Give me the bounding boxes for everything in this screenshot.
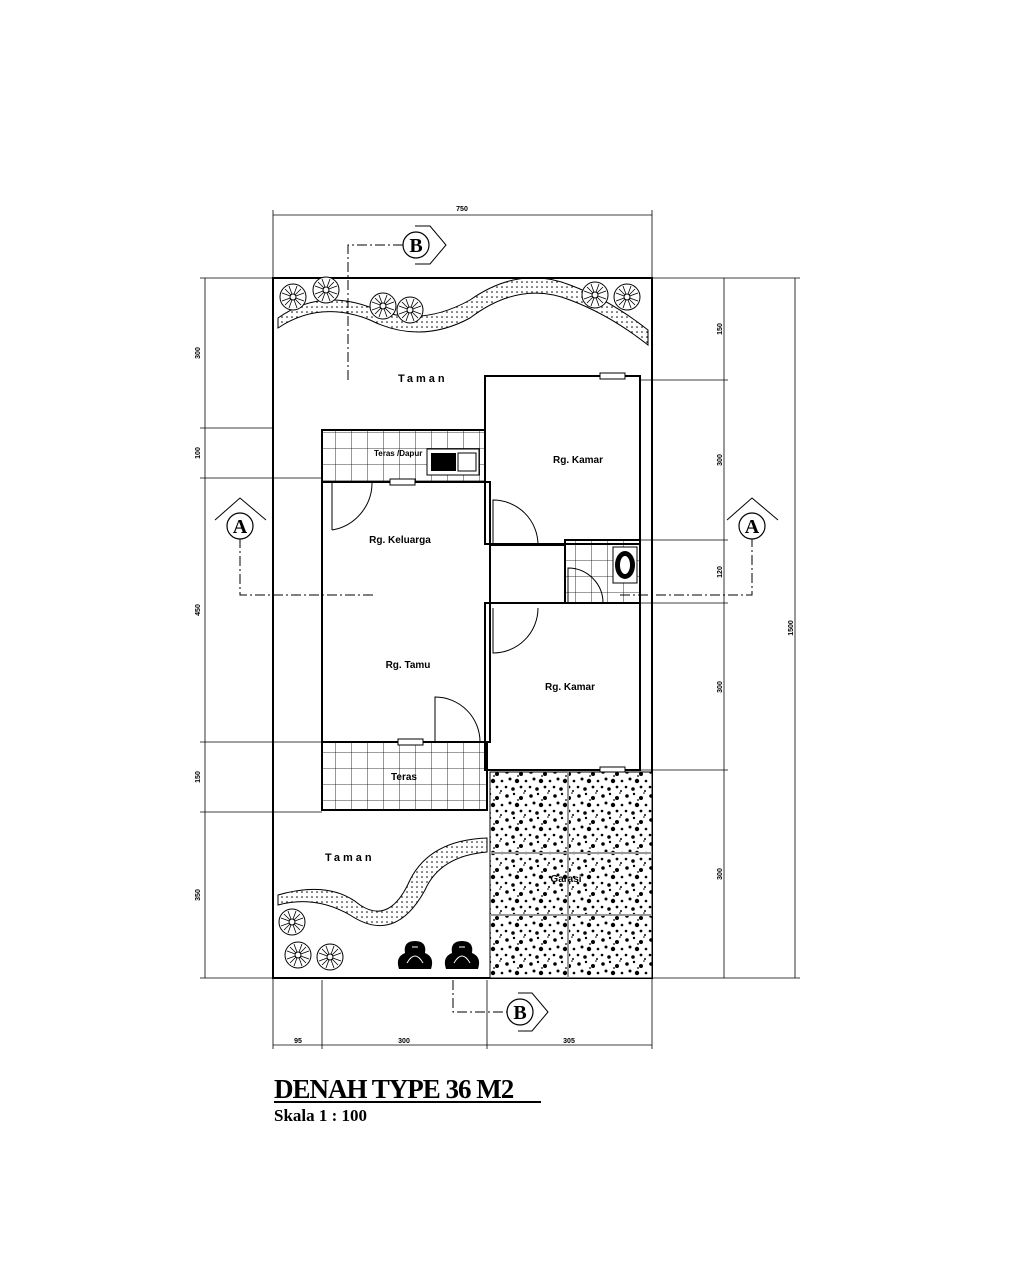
garden-path-bottom [277,837,488,927]
garage-floor [489,771,653,979]
dim-right-total: 1500 [788,620,795,636]
tree-icon [279,283,307,311]
dim-right-3: 120 [717,566,724,578]
dim-bottom-3: 305 [563,1038,575,1045]
label-teras: Teras [391,772,417,783]
site-boundary [272,277,653,979]
dim-bottom-1: 95 [294,1038,302,1045]
label-tamu: Rg. Tamu [386,660,431,671]
dim-left-5: 350 [195,889,202,901]
label-taman-bottom: Taman [325,852,375,864]
dim-left-2: 100 [195,447,202,459]
teras-floor [321,741,488,811]
right-dimension [640,277,800,979]
tree-icon [581,281,609,309]
label-taman-top: Taman [398,373,448,385]
drawing-title: DENAH TYPE 36 M2 [274,1074,514,1104]
dim-left-1: 300 [195,347,202,359]
dim-right-1: 150 [717,323,724,335]
house-walls [321,375,641,811]
tree-icon [278,908,306,936]
bush-icon [444,940,480,970]
tree-icon [312,276,340,304]
top-dimension [272,210,653,278]
dim-right-2: 300 [717,454,724,466]
label-garasi: Garasi [550,874,581,885]
dim-bottom-2: 300 [398,1038,410,1045]
dim-top-total: 750 [456,206,468,213]
dim-left-4: 150 [195,771,202,783]
tree-icon [613,283,641,311]
bush-icon [397,940,433,970]
label-kamar-1: Rg. Kamar [553,455,603,466]
sink-icon [426,448,480,476]
tree-icon [284,941,312,969]
section-a-label: A [745,516,760,538]
label-teras-dapur: Teras /Dapur [374,449,422,458]
toilet-icon [612,546,638,584]
bottom-dimension [272,978,653,1049]
label-keluarga: Rg. Keluarga [369,535,431,546]
label-kamar-2: Rg. Kamar [545,682,595,693]
section-b-top: B [347,225,447,380]
section-b-bottom: B [452,980,549,1032]
section-b-label: B [409,235,422,257]
section-a-label: A [233,516,248,538]
section-a-left: A [214,497,375,596]
tree-icon [396,296,424,324]
tree-icon [316,943,344,971]
tree-icon [369,292,397,320]
dim-right-4: 300 [717,681,724,693]
section-a-right: A [620,497,779,596]
section-b-label: B [513,1002,526,1024]
drawing-scale: Skala 1 : 100 [274,1106,367,1125]
windows [389,372,626,774]
dim-left-3: 450 [195,604,202,616]
left-dimension [200,277,322,979]
door-swings [331,481,604,743]
dim-right-5: 300 [717,868,724,880]
